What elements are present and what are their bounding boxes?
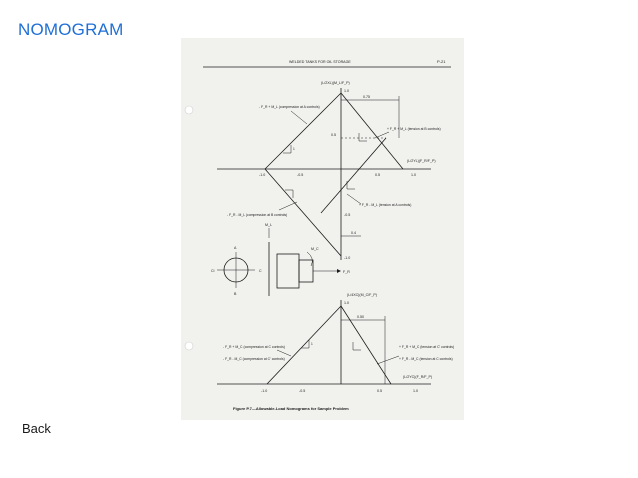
scanned-nomogram-page: WELDED TANKS FOR OIL STORAGE P-21 0.75 0…	[181, 38, 464, 420]
sketch-label-fr: F_R	[343, 270, 350, 274]
top-x-tick-1: -1.0	[259, 173, 265, 177]
note-a-comp-leader	[290, 110, 308, 125]
top-dim2-label: 0.4	[351, 231, 356, 235]
top-x-tick-2: -0.5	[297, 173, 303, 177]
sketch-force-arrowhead	[337, 269, 341, 273]
sketch-label-c: C	[259, 269, 262, 273]
bottom-x-axis-label: (L/2YC)(F_R/F_P)	[403, 375, 432, 379]
top-y-top: 1.0	[344, 89, 349, 93]
sketch-label-cl: Cl	[211, 269, 215, 273]
binder-hole-bottom	[184, 341, 194, 351]
bottom-dim-label: 0.50	[357, 315, 364, 319]
note-c2-tension: + F_R - M_C (tension at C controls)	[399, 357, 453, 361]
slope-label-1: 1	[293, 147, 295, 151]
note-a-comp: - F_R + M_L (compression at A controls)	[259, 105, 320, 109]
top-x-tick-3: 0.5	[375, 173, 380, 177]
bottom-y-axis-label: (L/4XC)(M_C/F_P)	[347, 293, 377, 297]
note-a-tension: + F_R + M_L (tension at B controls)	[387, 127, 441, 131]
note-c2-comp: - F_R - M_C (compression at C' controls)	[223, 357, 285, 361]
sketch-label-mc: M_C	[311, 247, 319, 251]
note-b-comp: - F_R - M_L (compression at B controls)	[227, 213, 287, 217]
doc-page-number: P-21	[437, 59, 446, 64]
slope-triangle-1	[283, 145, 292, 154]
top-x-tick-4: 1.0	[411, 173, 416, 177]
slope-label-5: 1	[311, 342, 313, 346]
top-y-mid2: -0.5	[344, 213, 350, 217]
nomogram-figure: WELDED TANKS FOR OIL STORAGE P-21 0.75 0…	[184, 59, 454, 411]
note-c-tension-leader	[376, 355, 400, 365]
back-link[interactable]: Back	[22, 421, 51, 436]
slope-triangle-2	[358, 133, 367, 142]
sketch-nozzle-pipe	[298, 259, 314, 283]
sketch-label-ml: M_L	[265, 223, 272, 227]
sketch-label-b: B	[234, 292, 237, 296]
sketch-nozzle-body	[276, 253, 300, 289]
figure-caption: Figure P.7—Allowable-Load Nomograms for …	[233, 406, 349, 411]
flange-sketch: A B C Cl F_R M_L M_C	[211, 223, 350, 296]
slide-title: NOMOGRAM	[18, 20, 124, 39]
doc-header: WELDED TANKS FOR OIL STORAGE	[289, 60, 351, 64]
bottom-line-c-comp	[266, 305, 342, 385]
slope-triangle-4	[346, 181, 355, 190]
bottom-y-top: 1.0	[344, 301, 349, 305]
top-x-axis-label: (L/2YL)(F_R/F_P)	[407, 159, 436, 163]
binder-hole-top	[184, 105, 194, 115]
top-y-low: -1.0	[344, 256, 350, 260]
bottom-nomogram: 0.50 (L/4XC)(M_C/F_P) 1.0 (L/2YC)(F_R/F_…	[217, 293, 454, 393]
top-line-b-comp	[264, 168, 342, 257]
slope-triangle-5	[301, 340, 310, 349]
top-line-b-tension	[320, 137, 387, 214]
note-a-tension-leader	[374, 131, 390, 139]
bottom-x-tick-3: 0.5	[377, 389, 382, 393]
note-b-comp-leader	[278, 201, 298, 211]
note-c-tension: + F_R + M_C (tension at C' controls)	[399, 345, 454, 349]
note-b-tension: + F_R - M_L (tension at A controls)	[359, 203, 411, 207]
sketch-mc-arrow	[306, 251, 313, 267]
note-c-leader	[276, 349, 292, 357]
bottom-x-tick-2: -0.5	[299, 389, 305, 393]
note-c-comp: - F_R + M_C (compression at C controls)	[223, 345, 285, 349]
top-nomogram: 0.75 0.4 (L/2XL)(M_L/F_P) 1.0 0.5 -0.5 -…	[217, 81, 441, 260]
top-dim-label: 0.75	[363, 95, 370, 99]
top-y-axis-label: (L/2XL)(M_L/F_P)	[321, 81, 350, 85]
top-line-a-comp	[264, 92, 342, 170]
bottom-line-c-tension	[340, 305, 392, 385]
top-line-a-tension	[340, 92, 404, 170]
bottom-x-tick-4: 1.0	[413, 389, 418, 393]
slope-triangle-6	[352, 342, 361, 351]
note-b-tension-leader	[346, 193, 362, 205]
top-y-mid1: 0.5	[331, 133, 336, 137]
sketch-label-a: A	[234, 246, 237, 250]
bottom-x-tick-1: -1.0	[261, 389, 267, 393]
slope-triangle-3	[285, 189, 294, 198]
